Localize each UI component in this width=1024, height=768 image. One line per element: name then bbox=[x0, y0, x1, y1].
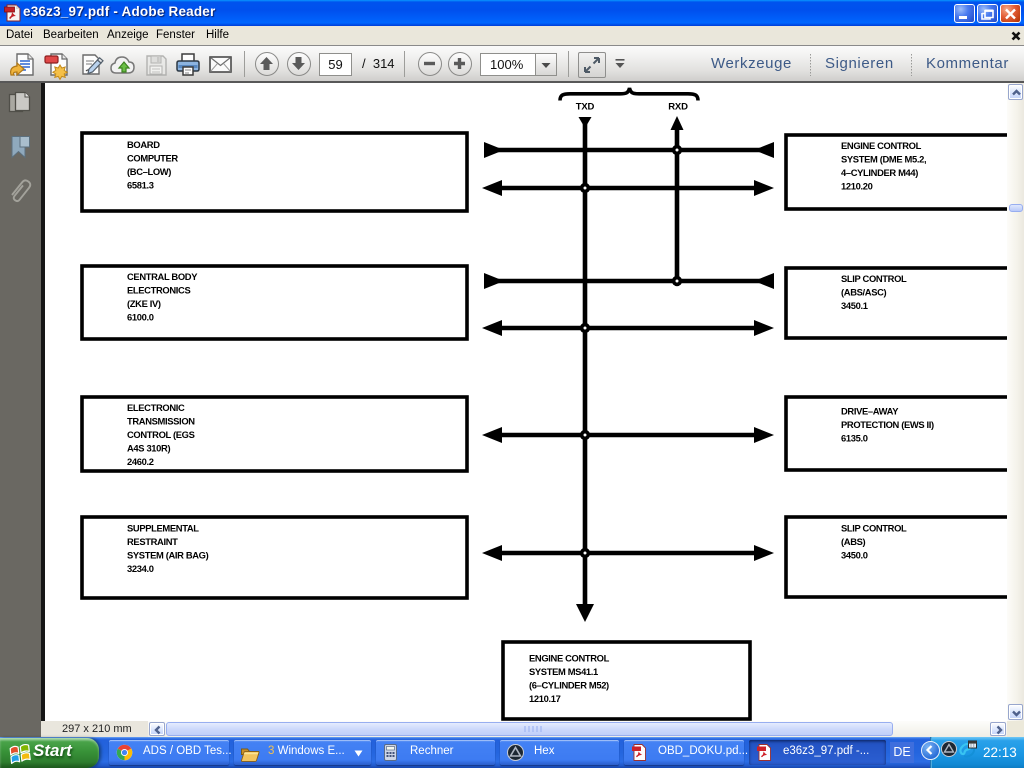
svg-text:(6–CYLINDER M52): (6–CYLINDER M52) bbox=[529, 680, 609, 691]
svg-text:RESTRAINT: RESTRAINT bbox=[127, 536, 178, 547]
svg-text:3450.0: 3450.0 bbox=[841, 550, 868, 561]
svg-text:PROTECTION (EWS II): PROTECTION (EWS II) bbox=[841, 419, 934, 430]
svg-text:SYSTEM MS41.1: SYSTEM MS41.1 bbox=[529, 666, 598, 677]
svg-text:(ZKE IV): (ZKE IV) bbox=[127, 298, 161, 309]
svg-text:CONTROL (EGS: CONTROL (EGS bbox=[127, 429, 195, 440]
svg-text:DRIVE–AWAY: DRIVE–AWAY bbox=[841, 406, 899, 417]
svg-text:CENTRAL BODY: CENTRAL BODY bbox=[127, 271, 198, 282]
svg-text:SYSTEM (DME M5.2,: SYSTEM (DME M5.2, bbox=[841, 154, 926, 165]
svg-text:6100.0: 6100.0 bbox=[127, 312, 154, 323]
svg-text:TRANSMISSION: TRANSMISSION bbox=[127, 416, 195, 427]
svg-text:6135.0: 6135.0 bbox=[841, 433, 868, 444]
svg-text:SLIP CONTROL: SLIP CONTROL bbox=[841, 523, 907, 534]
svg-text:(BC–LOW): (BC–LOW) bbox=[127, 166, 171, 177]
svg-text:COMPUTER: COMPUTER bbox=[127, 153, 178, 164]
svg-text:6581.3: 6581.3 bbox=[127, 180, 154, 191]
svg-text:ELECTRONIC: ELECTRONIC bbox=[127, 402, 185, 413]
svg-text:ENGINE CONTROL: ENGINE CONTROL bbox=[841, 140, 922, 151]
svg-text:BOARD: BOARD bbox=[127, 139, 160, 150]
svg-text:(ABS/ASC): (ABS/ASC) bbox=[841, 287, 887, 298]
svg-text:ELECTRONICS: ELECTRONICS bbox=[127, 285, 190, 296]
svg-text:4–CYLINDER M44): 4–CYLINDER M44) bbox=[841, 167, 918, 178]
svg-text:(ABS): (ABS) bbox=[841, 536, 866, 547]
svg-text:SYSTEM (AIR BAG): SYSTEM (AIR BAG) bbox=[127, 550, 209, 561]
svg-text:3234.0: 3234.0 bbox=[127, 563, 154, 574]
svg-text:ENGINE CONTROL: ENGINE CONTROL bbox=[529, 653, 610, 664]
svg-text:SUPPLEMENTAL: SUPPLEMENTAL bbox=[127, 523, 199, 534]
svg-text:A4S 310R): A4S 310R) bbox=[127, 443, 170, 454]
svg-text:SLIP CONTROL: SLIP CONTROL bbox=[841, 273, 907, 284]
svg-text:1210.20: 1210.20 bbox=[841, 181, 873, 192]
svg-text:1210.17: 1210.17 bbox=[529, 693, 561, 704]
svg-text:3450.1: 3450.1 bbox=[841, 300, 868, 311]
svg-text:TXD: TXD bbox=[576, 102, 595, 113]
svg-text:2460.2: 2460.2 bbox=[127, 456, 154, 467]
svg-text:RXD: RXD bbox=[668, 102, 688, 113]
